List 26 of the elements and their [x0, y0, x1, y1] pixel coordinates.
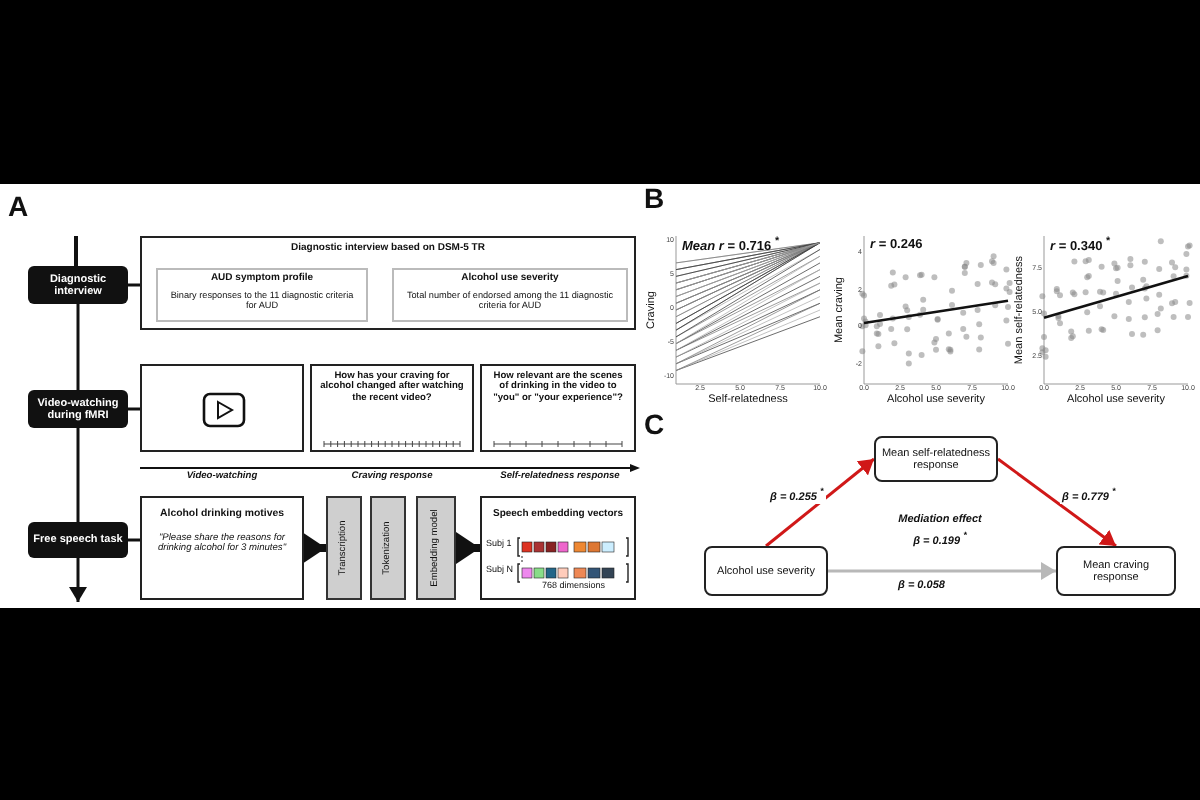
process-box — [416, 496, 456, 600]
arrow — [456, 532, 480, 564]
interview-panel — [140, 236, 636, 330]
arrow — [69, 558, 87, 602]
stage-box — [28, 266, 128, 304]
stage-box — [28, 522, 128, 558]
variable-box — [874, 436, 998, 482]
measure-box — [392, 268, 628, 322]
task-card — [140, 496, 304, 600]
measure-box — [156, 268, 368, 322]
variable-box — [1056, 546, 1176, 596]
process-box — [326, 496, 362, 600]
panel-letter: B — [644, 184, 665, 215]
task-card — [480, 364, 636, 452]
arrow — [828, 562, 1056, 580]
arrow — [302, 532, 326, 564]
process-box — [370, 496, 406, 600]
panel-letter: C — [644, 410, 665, 441]
task-card — [310, 364, 474, 452]
arrow — [997, 457, 1117, 548]
panel-letter: A — [8, 192, 29, 223]
task-card — [480, 496, 636, 600]
variable-box — [704, 546, 828, 596]
stage-box — [28, 390, 128, 428]
video-frame — [140, 364, 304, 452]
arrow — [765, 457, 875, 548]
